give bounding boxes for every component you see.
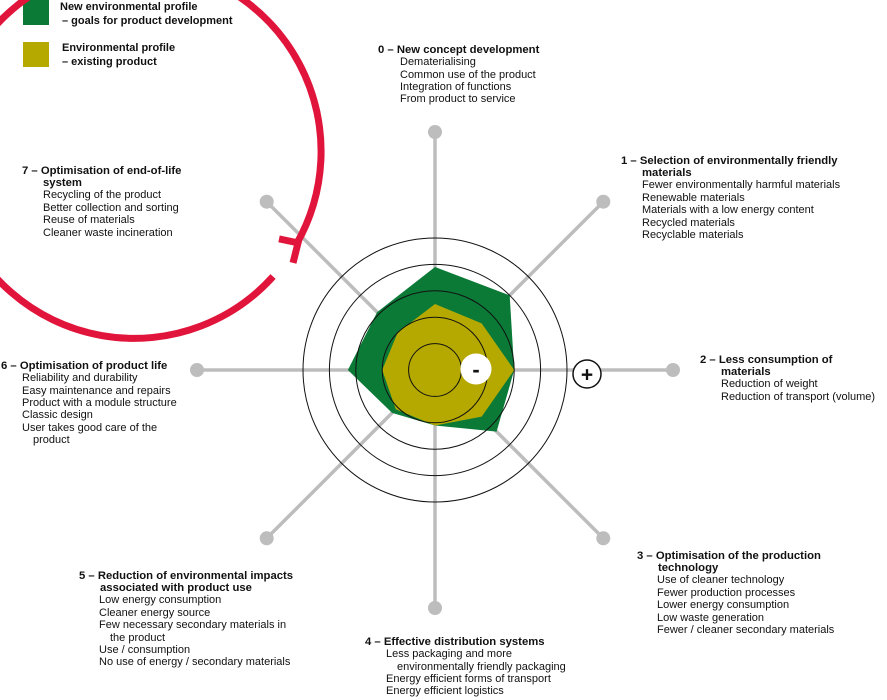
axis-line-5 [265,407,398,540]
legend-label-existing: Environmental profile – existing product [62,41,175,69]
strategy-4-item: Energy efficient logistics [386,685,504,698]
strategy-4-title-line: 4 – Effective distribution systems [365,636,545,648]
strategy-5-title-line: associated with product use [100,582,252,595]
strategy-3-item: Lower energy consumption [657,599,790,612]
strategy-1-item: Recycled materials [642,216,735,229]
strategy-2-title-line: 2 – Less consumption of [700,354,833,366]
scale-ring-5 [302,237,568,503]
strategy-0-item: Dematerialising [400,56,476,69]
legend-label-existing-line1: Environmental profile [62,42,176,54]
strategy-7-item: Cleaner waste incineration [43,226,173,239]
axis-knob-3 [596,531,611,546]
strategy-5-item: No use of energy / secondary materials [99,656,291,669]
strategy-7-item: Reuse of materials [43,214,135,227]
axis-knob-1 [596,194,611,209]
strategy-0-item: From product to service [400,93,516,106]
strategy-1-item: Fewer environmentally harmful materials [642,179,841,192]
strategy-3-title-line: technology [658,562,719,575]
strategy-4-title: 4 – Effective distribution systems [365,636,566,648]
strategy-6-title: 6 – Optimisation of product life [1,360,177,372]
scale-ring-4 [328,263,542,477]
strategy-1-materials: 1 – Selection of environmentally friendl… [621,155,840,241]
strategy-1-title-line: 1 – Selection of environmentally friendl… [621,155,838,167]
cycle-arrow-head-icon [278,235,303,264]
strategy-1-item: Materials with a low energy content [642,204,814,217]
axis-knob-2 [666,363,680,377]
strategy-0-title: 0 – New concept development [378,44,539,56]
strategy-0-title-line: 0 – New concept development [378,44,540,56]
strategy-5-item: Use / consumption [99,644,191,657]
strategy-1-title-line: materials [642,167,692,180]
strategy-3-item: Fewer production processes [657,586,796,599]
legend-label-new-line2: – goals for product development [62,15,233,27]
strategy-2-item: Reduction of weight [721,378,818,391]
strategy-5-item: Cleaner energy source [99,606,211,619]
legend-swatch-new [23,0,49,25]
strategy-0-item: Integration of functions [400,81,512,94]
strategy-0-new-concept: 0 – New concept development Dematerialis… [378,44,539,106]
axis-knob-5 [259,531,274,546]
minus-indicator: - [460,353,492,385]
strategy-3-item: Low waste generation [657,611,765,624]
minus-indicator-text: - [472,357,479,382]
axis-knob-4 [428,601,442,615]
strategy-4-item: Energy efficient forms of transport [386,673,551,686]
strategy-1-item: Renewable materials [642,191,745,204]
strategy-7-item: Recycling of the product [43,189,162,202]
strategy-1-item: Recyclable materials [642,229,744,242]
strategy-7-title-line: system [43,177,82,190]
strategy-6-title-line: 6 – Optimisation of product life [1,360,168,372]
plus-indicator: + [572,359,602,389]
strategy-6-item: Classic design [22,409,93,422]
axis-knob-6 [190,363,204,377]
strategy-6-item: Easy maintenance and repairs [22,384,171,397]
legend-label-existing-line2: – existing product [62,56,157,68]
strategy-6-item: Reliability and durability [22,372,138,385]
axis-line-7 [265,200,398,333]
axis-knob-0 [428,125,442,139]
strategy-7-item: Better collection and sorting [43,201,179,214]
strategy-5-title-line: 5 – Reduction of environmental impacts [79,570,294,582]
plus-indicator-text: + [581,364,593,387]
strategy-3-item: Use of cleaner technology [657,574,785,587]
strategy-3-item: Fewer / cleaner secondary materials [657,624,835,637]
strategy-6-product-life: 6 – Optimisation of product life Reliabi… [1,360,177,447]
legend-swatch-existing [23,42,49,67]
legend-label-new-line1: New environmental profile [60,1,198,13]
strategy-2-item: Reduction of transport (volume) [721,390,876,403]
scale-ring-3 [355,290,515,450]
strategy-3-title-line: 3 – Optimisation of the production [637,550,821,562]
strategy-0-item: Common use of the product [400,68,536,81]
legend-label-new: New environmental profile – goals for pr… [60,0,233,28]
strategy-1-title: 1 – Selection of environmentally friendl… [621,155,840,179]
strategy-2-title-line: materials [721,366,771,379]
strategy-6-item: Product with a module structure [22,397,177,410]
axis-knob-7 [259,194,274,209]
cycle-arrow [0,0,325,342]
strategy-5-item: Low energy consumption [99,594,222,607]
strategy-7-title-line: 7 – Optimisation of end-of-life [22,165,182,177]
strategy-4-distribution: 4 – Effective distribution systems Less … [365,636,566,698]
axis-knobs [190,125,680,615]
